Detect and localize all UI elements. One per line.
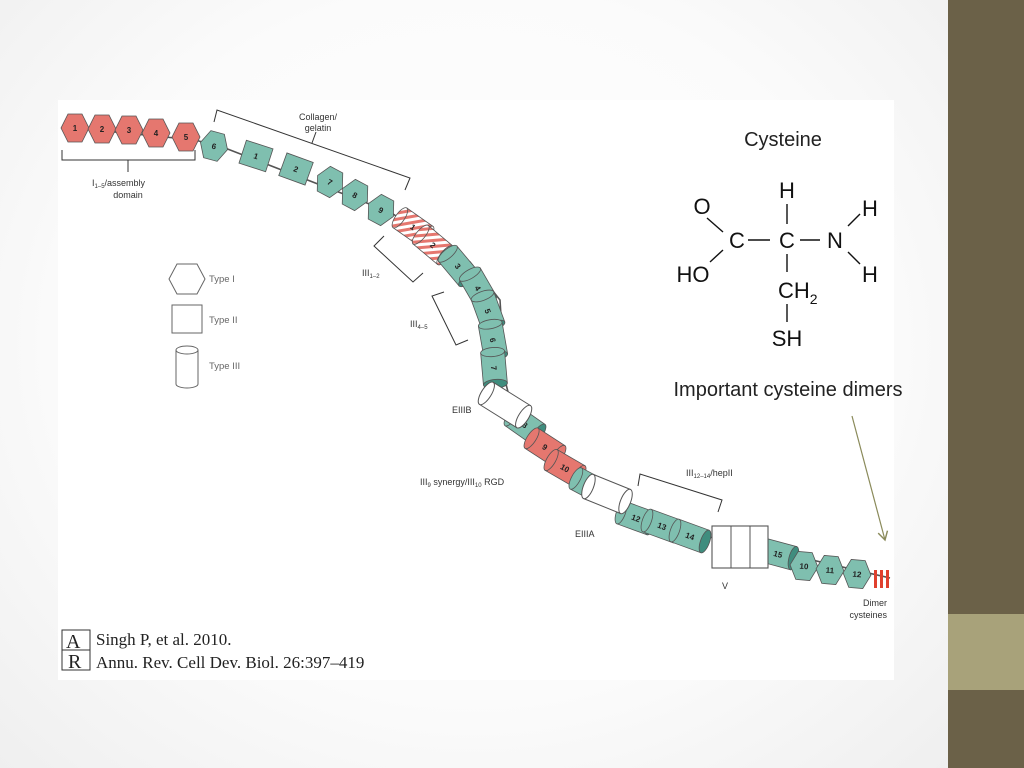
legend-type2-label: Type II	[209, 315, 238, 326]
type2-domain-2: 2	[278, 152, 314, 186]
iii12-label: III1–2	[362, 268, 380, 280]
legend-type1-label: Type I	[209, 274, 235, 285]
type1-domain-12: 12	[842, 559, 872, 589]
domain-number: 4	[154, 129, 159, 138]
type1-domain-11: 11	[815, 555, 845, 585]
citation-line-1: Singh P, et al. 2010.	[96, 630, 232, 649]
dimer-label-1: Dimer	[863, 598, 887, 608]
domain-number: 8	[351, 190, 360, 200]
v-label: V	[722, 581, 728, 591]
type1-domain-10: 10	[789, 551, 819, 581]
atom-ho: HO	[677, 262, 710, 287]
atom-sh: SH	[772, 326, 803, 351]
type1-domain-8: 8	[341, 178, 369, 212]
domain-number: 8	[520, 420, 529, 430]
atom-o: O	[693, 194, 710, 219]
assembly-label: I1–5/assembly	[92, 178, 146, 190]
domain-number: 11	[825, 566, 835, 576]
domain-number: 7	[489, 365, 498, 371]
type1-domain-7: 7	[316, 165, 344, 199]
upper-green-group: 6 1 2 7 8 9	[200, 130, 395, 227]
cysteine-structure: O HO C C N H H H CH2 SH	[677, 178, 878, 351]
domain-number: 2	[292, 164, 300, 174]
v-region	[711, 525, 769, 569]
type2-domain-1: 1	[238, 139, 274, 173]
eiiia-label: EIIIA	[575, 529, 595, 539]
legend-cylinder-icon	[175, 345, 199, 389]
domain-number: 1	[408, 222, 417, 232]
domain-number: 1	[252, 152, 260, 162]
end-group: 10 11 12	[789, 551, 872, 589]
collagen-label-1: Collagen/	[299, 112, 338, 122]
domain-number: 9	[540, 442, 549, 452]
atom-h-n2: H	[862, 262, 878, 287]
type1-domain-3: 3	[114, 115, 144, 145]
domain-number: 1	[73, 124, 78, 133]
assembly-bracket	[61, 150, 196, 161]
eiiib-label: EIIIB	[452, 405, 472, 415]
domain-number: 2	[100, 125, 105, 134]
logo-letter-r: R	[68, 651, 82, 673]
domain-number: 5	[483, 308, 493, 316]
domain-number: 12	[630, 513, 642, 525]
domain-number: 6	[488, 337, 498, 343]
dimer-label-2: cysteines	[849, 610, 887, 620]
annotation-arrow	[851, 415, 889, 542]
domain-number: 7	[326, 177, 335, 187]
type1-red-group: 1 2 3 4 5	[60, 113, 201, 152]
type1-domain-4: 4	[141, 118, 171, 148]
type3-domain-14: 14	[668, 518, 712, 554]
hep-bracket	[637, 473, 723, 513]
atom-c1: C	[729, 228, 745, 253]
domain-number: 5	[184, 133, 189, 142]
iii12-bracket	[373, 235, 424, 283]
domain-number: 2	[428, 241, 438, 251]
atom-ch: CH2	[778, 278, 818, 307]
synergy-label: III9 synergy/III10 RGD	[420, 477, 505, 489]
assembly-domain-label: domain	[113, 190, 143, 200]
dimer-annotation: Important cysteine dimers	[674, 379, 903, 401]
domain-number: 6	[211, 142, 218, 152]
legend-square-icon	[171, 304, 203, 334]
dimer-cysteine-marks	[874, 570, 889, 588]
collagen-label-2: gelatin	[305, 123, 332, 133]
domain-number: 9	[377, 205, 386, 215]
domain-number: 13	[656, 521, 668, 533]
eiiia-domain	[581, 473, 633, 515]
type1-domain-2: 2	[87, 114, 117, 144]
citation-line-2: Annu. Rev. Cell Dev. Biol. 26:397–419	[96, 653, 364, 672]
eiiib-domain	[477, 381, 533, 429]
type1-domain-5: 5	[171, 122, 201, 152]
atom-h-n1: H	[862, 196, 878, 221]
domain-number: 14	[684, 531, 696, 543]
legend	[168, 263, 206, 389]
iii45-bracket	[431, 291, 469, 346]
atom-n: N	[827, 228, 843, 253]
domain-number: 3	[127, 126, 132, 135]
domain-number: 10	[799, 562, 809, 572]
type1-domain-9: 9	[367, 193, 395, 227]
side-accent	[948, 614, 1024, 690]
iii45-label: III4–5	[410, 319, 428, 331]
atom-c2: C	[779, 228, 795, 253]
domain-number: 12	[852, 570, 862, 580]
collagen-bracket	[213, 109, 411, 191]
collagen-bracket-tick	[311, 131, 317, 144]
type1-domain-6: 6	[200, 130, 228, 162]
domain-number: 4	[473, 284, 483, 293]
type1-domain-1: 1	[60, 113, 90, 143]
legend-type3-label: Type III	[209, 361, 240, 372]
domain-number: 3	[453, 262, 463, 272]
atom-h-top: H	[779, 178, 795, 203]
cysteine-title: Cysteine	[744, 129, 822, 151]
figure-panel	[58, 100, 894, 680]
citation-logo: A R	[61, 629, 91, 673]
logo-letter-a: A	[66, 631, 81, 653]
domain-number: 15	[772, 549, 783, 560]
legend-hexagon-icon	[168, 263, 206, 295]
hep-label: III12–14/hepII	[686, 468, 733, 480]
